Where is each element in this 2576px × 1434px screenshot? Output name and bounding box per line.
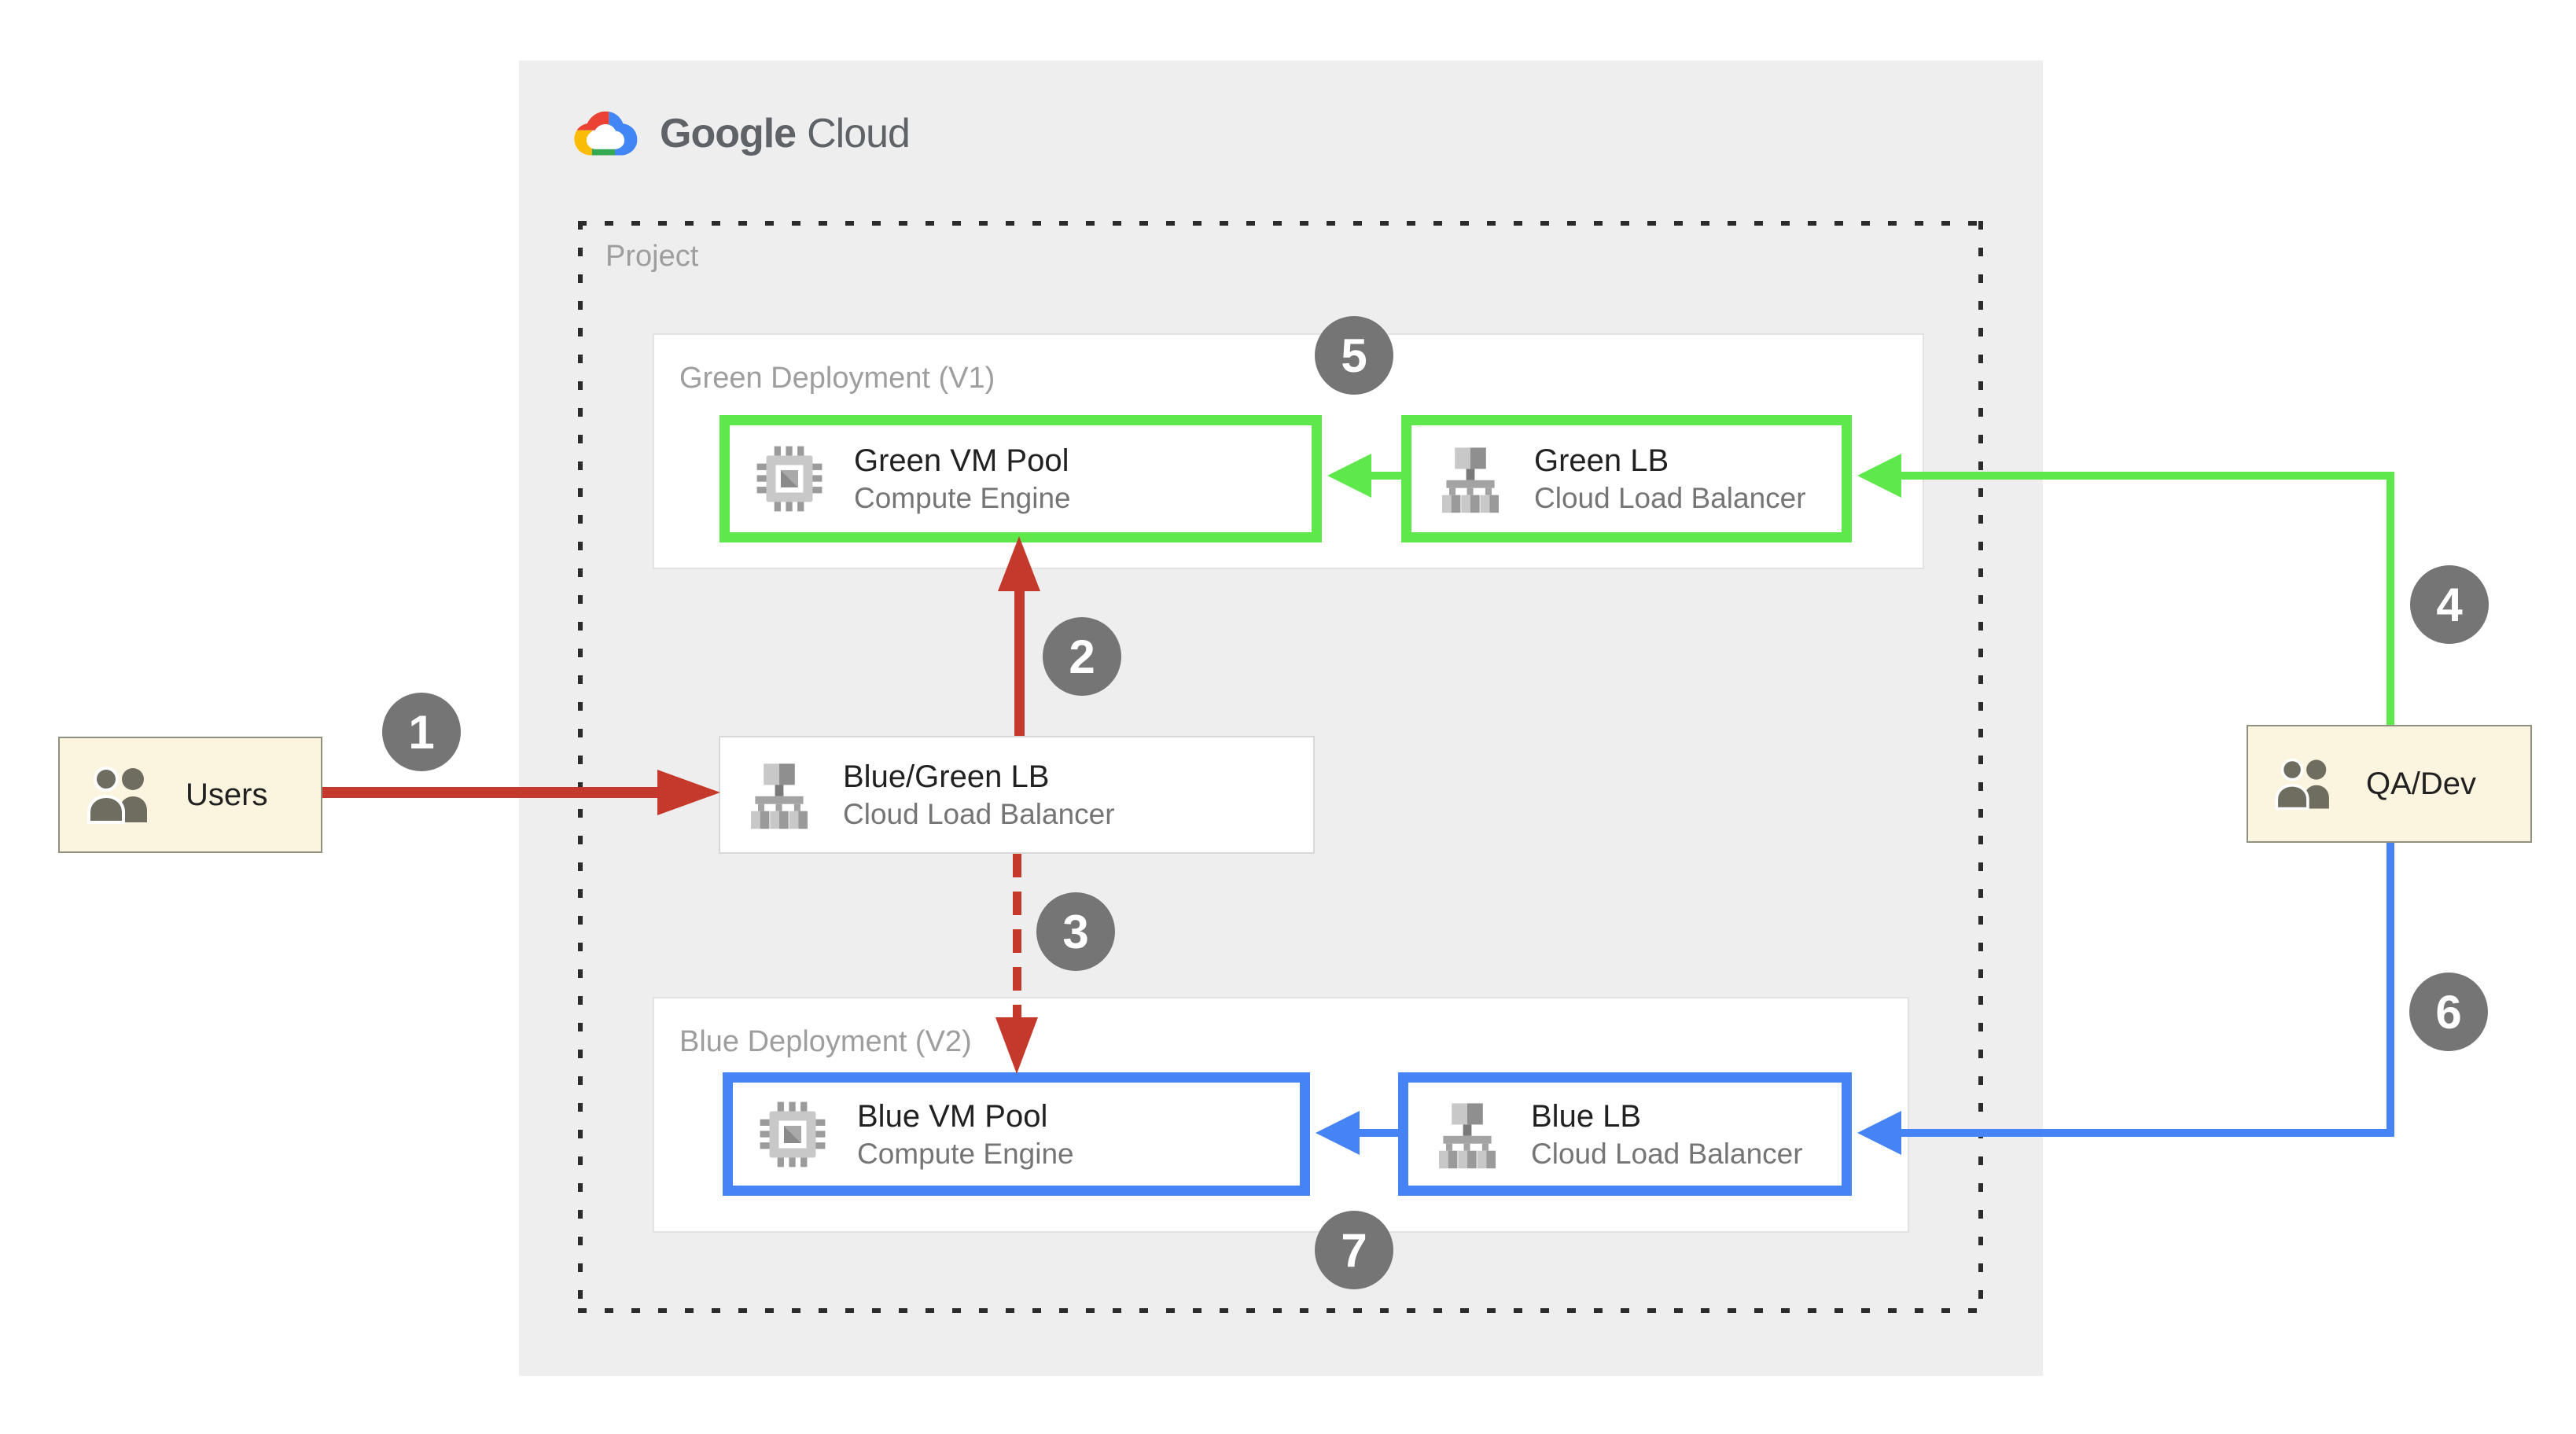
step-badge-5: 5 (1315, 316, 1393, 395)
load-balancer-icon (1442, 447, 1499, 513)
qa-to-blue-lb-arrowhead-icon (1857, 1111, 1901, 1155)
wordmark-google: Google (660, 111, 797, 156)
node-title: Green VM Pool (854, 443, 1069, 478)
blue-lb-to-vm-arrow-line (1360, 1129, 1398, 1137)
blue-green-lb-node[interactable]: Blue/Green LB Cloud Load Balancer (719, 736, 1315, 854)
green-vm-pool-node[interactable]: Green VM Pool Compute Engine (719, 415, 1322, 542)
actor-label: QA/Dev (2366, 766, 2477, 801)
users-actor-box[interactable]: Users (58, 737, 322, 853)
green-lb-to-vm-arrowhead-icon (1327, 454, 1371, 498)
node-subtitle: Cloud Load Balancer (1531, 1137, 1803, 1170)
google-cloud-logo-icon (572, 107, 639, 160)
step-badge-1: 1 (382, 693, 461, 771)
qa-to-blue-lb-line-horizontal (1901, 1129, 2394, 1137)
node-subtitle: Cloud Load Balancer (843, 798, 1115, 830)
users-to-lb-arrowhead-icon (657, 770, 720, 815)
qa-to-green-lb-line-horizontal (1901, 472, 2394, 480)
users-icon (87, 767, 149, 824)
blue-vm-pool-node[interactable]: Blue VM Pool Compute Engine (723, 1072, 1310, 1196)
qa-to-blue-lb-line-vertical (2386, 843, 2394, 1137)
qa-dev-icon (2275, 758, 2331, 810)
green-lb-to-vm-arrow-line (1371, 472, 1401, 480)
compute-engine-icon (756, 446, 822, 512)
node-title: Blue/Green LB (843, 759, 1050, 794)
lb-to-green-vm-arrowhead-icon (998, 536, 1040, 591)
qa-to-green-lb-line-vertical (2386, 472, 2394, 725)
green-deployment-title: Green Deployment (V1) (679, 362, 995, 395)
step-badge-3: 3 (1036, 892, 1115, 971)
step-badge-7: 7 (1315, 1211, 1393, 1289)
qa-to-green-lb-arrowhead-icon (1857, 454, 1901, 498)
wordmark-cloud: Cloud (807, 111, 911, 156)
lb-to-blue-vm-dashed-line (1013, 854, 1021, 1019)
users-to-lb-arrow-line (322, 787, 661, 798)
blue-lb-node[interactable]: Blue LB Cloud Load Balancer (1398, 1072, 1852, 1196)
step-badge-4: 4 (2410, 565, 2489, 644)
step-badge-6: 6 (2409, 973, 2488, 1051)
lb-to-blue-vm-arrowhead-icon (995, 1017, 1038, 1074)
lb-to-green-vm-arrow-line (1014, 588, 1025, 736)
qa-dev-actor-box[interactable]: QA/Dev (2247, 725, 2532, 843)
node-subtitle: Compute Engine (854, 482, 1071, 514)
blue-lb-to-vm-arrowhead-icon (1316, 1111, 1360, 1155)
node-subtitle: Cloud Load Balancer (1534, 482, 1806, 514)
node-title: Blue VM Pool (857, 1098, 1048, 1134)
node-title: Green LB (1534, 443, 1669, 478)
project-label: Project (605, 240, 699, 273)
compute-engine-icon (760, 1101, 826, 1167)
blue-deployment-title: Blue Deployment (V2) (679, 1025, 972, 1058)
step-badge-2: 2 (1043, 617, 1121, 696)
load-balancer-icon (1439, 1102, 1496, 1168)
actor-label: Users (186, 777, 268, 812)
node-title: Blue LB (1531, 1098, 1642, 1134)
load-balancer-icon (751, 763, 808, 829)
node-subtitle: Compute Engine (857, 1137, 1074, 1170)
green-lb-node[interactable]: Green LB Cloud Load Balancer (1401, 415, 1852, 542)
